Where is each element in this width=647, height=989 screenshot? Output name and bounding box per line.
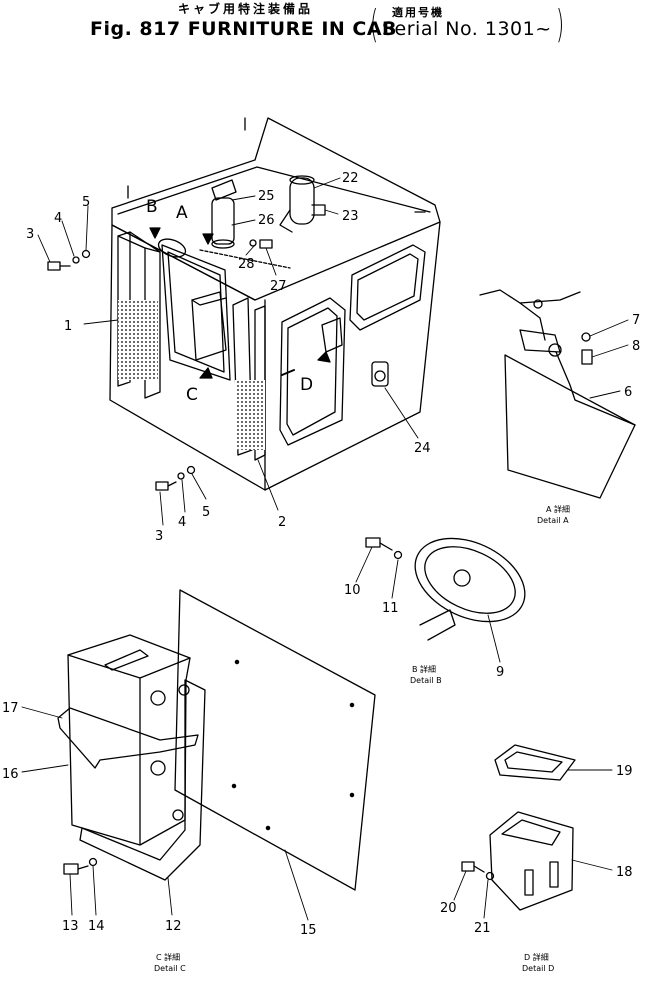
bolt-13 — [63, 863, 79, 875]
detail-b-caption-jp: B 詳細 — [412, 664, 436, 674]
view-label-a: A — [176, 203, 188, 223]
bolt-10 — [365, 537, 381, 548]
strap-17 — [57, 707, 199, 769]
bolt-8 — [581, 349, 593, 365]
callout-8: 8 — [632, 339, 640, 354]
ashtray-mount — [321, 317, 343, 353]
cab-assembly — [47, 117, 441, 491]
cab-lamp — [371, 361, 389, 387]
callout-23: 23 — [342, 209, 359, 224]
callout-4: 4 — [54, 211, 62, 226]
leader-lines — [21, 177, 629, 921]
cab-roof — [111, 117, 441, 301]
callout-28: 28 — [238, 257, 255, 272]
detail-b-caption: Detail B — [410, 676, 442, 685]
washer-7 — [581, 332, 591, 342]
washer-21 — [485, 871, 495, 881]
side-window — [349, 244, 426, 331]
callout-21: 21 — [474, 921, 491, 936]
serial-bracket-open: ( — [370, 2, 379, 46]
callout-3-lower: 3 — [155, 529, 163, 544]
ashtray-holder-18 — [489, 811, 574, 911]
callout-18: 18 — [616, 865, 633, 880]
detail-b-drawing — [365, 537, 526, 641]
bolt-20 — [461, 861, 475, 872]
callout-1: 1 — [64, 319, 72, 334]
detail-d-drawing — [461, 744, 576, 911]
callout-5-lower: 5 — [202, 505, 210, 520]
callout-20: 20 — [440, 901, 457, 916]
callout-2: 2 — [278, 515, 286, 530]
curtain-bracket — [519, 329, 561, 353]
room-mirror — [157, 238, 187, 258]
callout-11: 11 — [382, 601, 399, 616]
callout-6: 6 — [624, 385, 632, 400]
mount-panel-15 — [174, 589, 376, 891]
detail-c-caption-jp: C 詳細 — [156, 952, 180, 962]
callout-26: 26 — [258, 213, 275, 228]
figure-title-japanese: キャブ用特注装備品 — [178, 2, 314, 16]
callout-7: 7 — [632, 313, 640, 328]
ashtray-19 — [494, 744, 576, 781]
callout-15: 15 — [300, 923, 317, 938]
serial-label-japanese: 適用号機 — [392, 6, 444, 19]
callout-3: 3 — [26, 227, 34, 242]
detail-a-drawing — [479, 289, 636, 499]
extinguisher-bracket — [211, 179, 237, 249]
washer-28 — [249, 239, 257, 247]
callout-4-lower: 4 — [178, 515, 186, 530]
figure-title: Fig. 817 FURNITURE IN CAB — [90, 18, 398, 40]
callout-24: 24 — [414, 441, 431, 456]
view-label-d: D — [300, 375, 313, 395]
door-window — [279, 297, 346, 446]
callout-17: 17 — [2, 701, 19, 716]
mirror-9 — [414, 537, 526, 623]
detail-c-drawing — [57, 589, 376, 891]
callout-19: 19 — [616, 764, 633, 779]
callout-27: 27 — [270, 279, 287, 294]
serial-bracket-close: ) — [556, 2, 565, 46]
detail-a-caption-jp: A 詳細 — [546, 504, 570, 514]
callout-12: 12 — [165, 919, 182, 934]
detail-a-caption: Detail A — [537, 516, 569, 525]
callout-10: 10 — [344, 583, 361, 598]
box-bracket-12 — [79, 679, 206, 881]
callout-13: 13 — [62, 919, 79, 934]
detail-c-caption: Detail C — [154, 964, 186, 973]
detail-d-caption: Detail D — [522, 964, 554, 973]
callout-22: 22 — [342, 171, 359, 186]
detail-d-caption-jp: D 詳細 — [524, 952, 549, 962]
callout-25: 25 — [258, 189, 275, 204]
callout-14: 14 — [88, 919, 105, 934]
washer-11 — [393, 550, 403, 560]
storage-box — [191, 291, 227, 361]
storage-box-16 — [67, 634, 191, 846]
view-label-b: B — [146, 197, 158, 217]
bolt-27 — [259, 239, 273, 249]
washer-14 — [88, 857, 98, 867]
serial-range: Serial No. 1301~ — [382, 18, 552, 40]
callout-5: 5 — [82, 195, 90, 210]
callout-9: 9 — [496, 665, 504, 680]
curtain — [504, 354, 636, 499]
cab-right-wall — [264, 221, 441, 491]
fire-extinguisher — [279, 175, 326, 233]
view-label-c: C — [186, 385, 198, 405]
callout-16: 16 — [2, 767, 19, 782]
